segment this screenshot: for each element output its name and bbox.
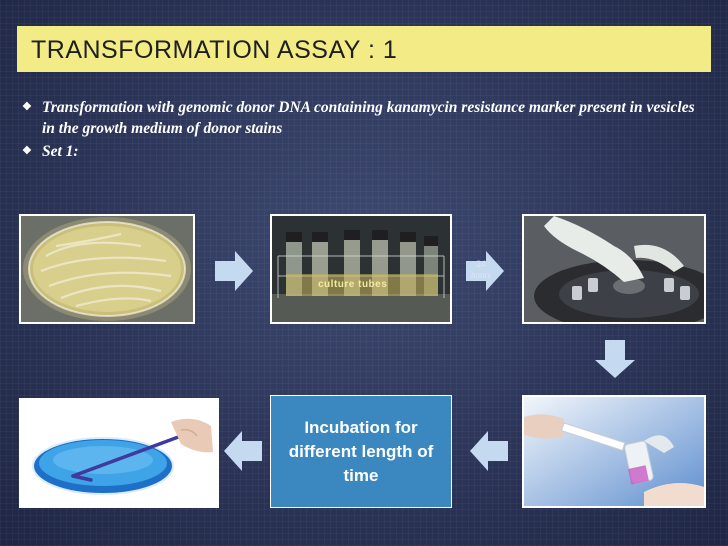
culture-tubes-image bbox=[270, 214, 452, 324]
hours-label: 24 hours bbox=[466, 259, 496, 281]
hours-unit: hours bbox=[471, 270, 491, 280]
bullet-item: ❖ Transformation with genomic donor DNA … bbox=[22, 97, 702, 139]
arrow-down-icon bbox=[595, 340, 635, 378]
arrow-right-icon bbox=[466, 251, 504, 291]
bullet-text: Set 1: bbox=[42, 143, 79, 160]
petri-dish-illustration bbox=[21, 400, 217, 506]
culture-tubes-label: culture tubes bbox=[318, 279, 388, 290]
arrow-left-icon bbox=[470, 431, 508, 471]
incubation-step-box: Incubation for different length of time bbox=[270, 395, 452, 508]
petri-dish-image bbox=[19, 398, 219, 508]
agar-plate-illustration bbox=[21, 216, 193, 322]
diamond-bullet-icon: ❖ bbox=[22, 145, 32, 157]
hours-number: 24 bbox=[476, 259, 486, 269]
diamond-bullet-icon: ❖ bbox=[22, 101, 32, 113]
bullet-list: ❖ Transformation with genomic donor DNA … bbox=[22, 97, 702, 164]
slide-title: TRANSFORMATION ASSAY : 1 bbox=[31, 36, 398, 64]
agar-plate-image bbox=[19, 214, 195, 324]
pipette-tube-illustration bbox=[524, 397, 704, 506]
pipette-tube-image bbox=[522, 395, 706, 508]
arrow-right-icon bbox=[215, 251, 253, 291]
title-bar: TRANSFORMATION ASSAY : 1 bbox=[17, 26, 711, 72]
centrifuge-illustration bbox=[524, 216, 704, 322]
bullet-item: ❖ Set 1: bbox=[22, 141, 702, 162]
bullet-text: Transformation with genomic donor DNA co… bbox=[42, 99, 695, 137]
culture-tubes-illustration bbox=[272, 216, 450, 322]
centrifuge-image bbox=[522, 214, 706, 324]
arrow-left-icon bbox=[224, 431, 262, 471]
incubation-text: Incubation for different length of time bbox=[288, 417, 434, 485]
